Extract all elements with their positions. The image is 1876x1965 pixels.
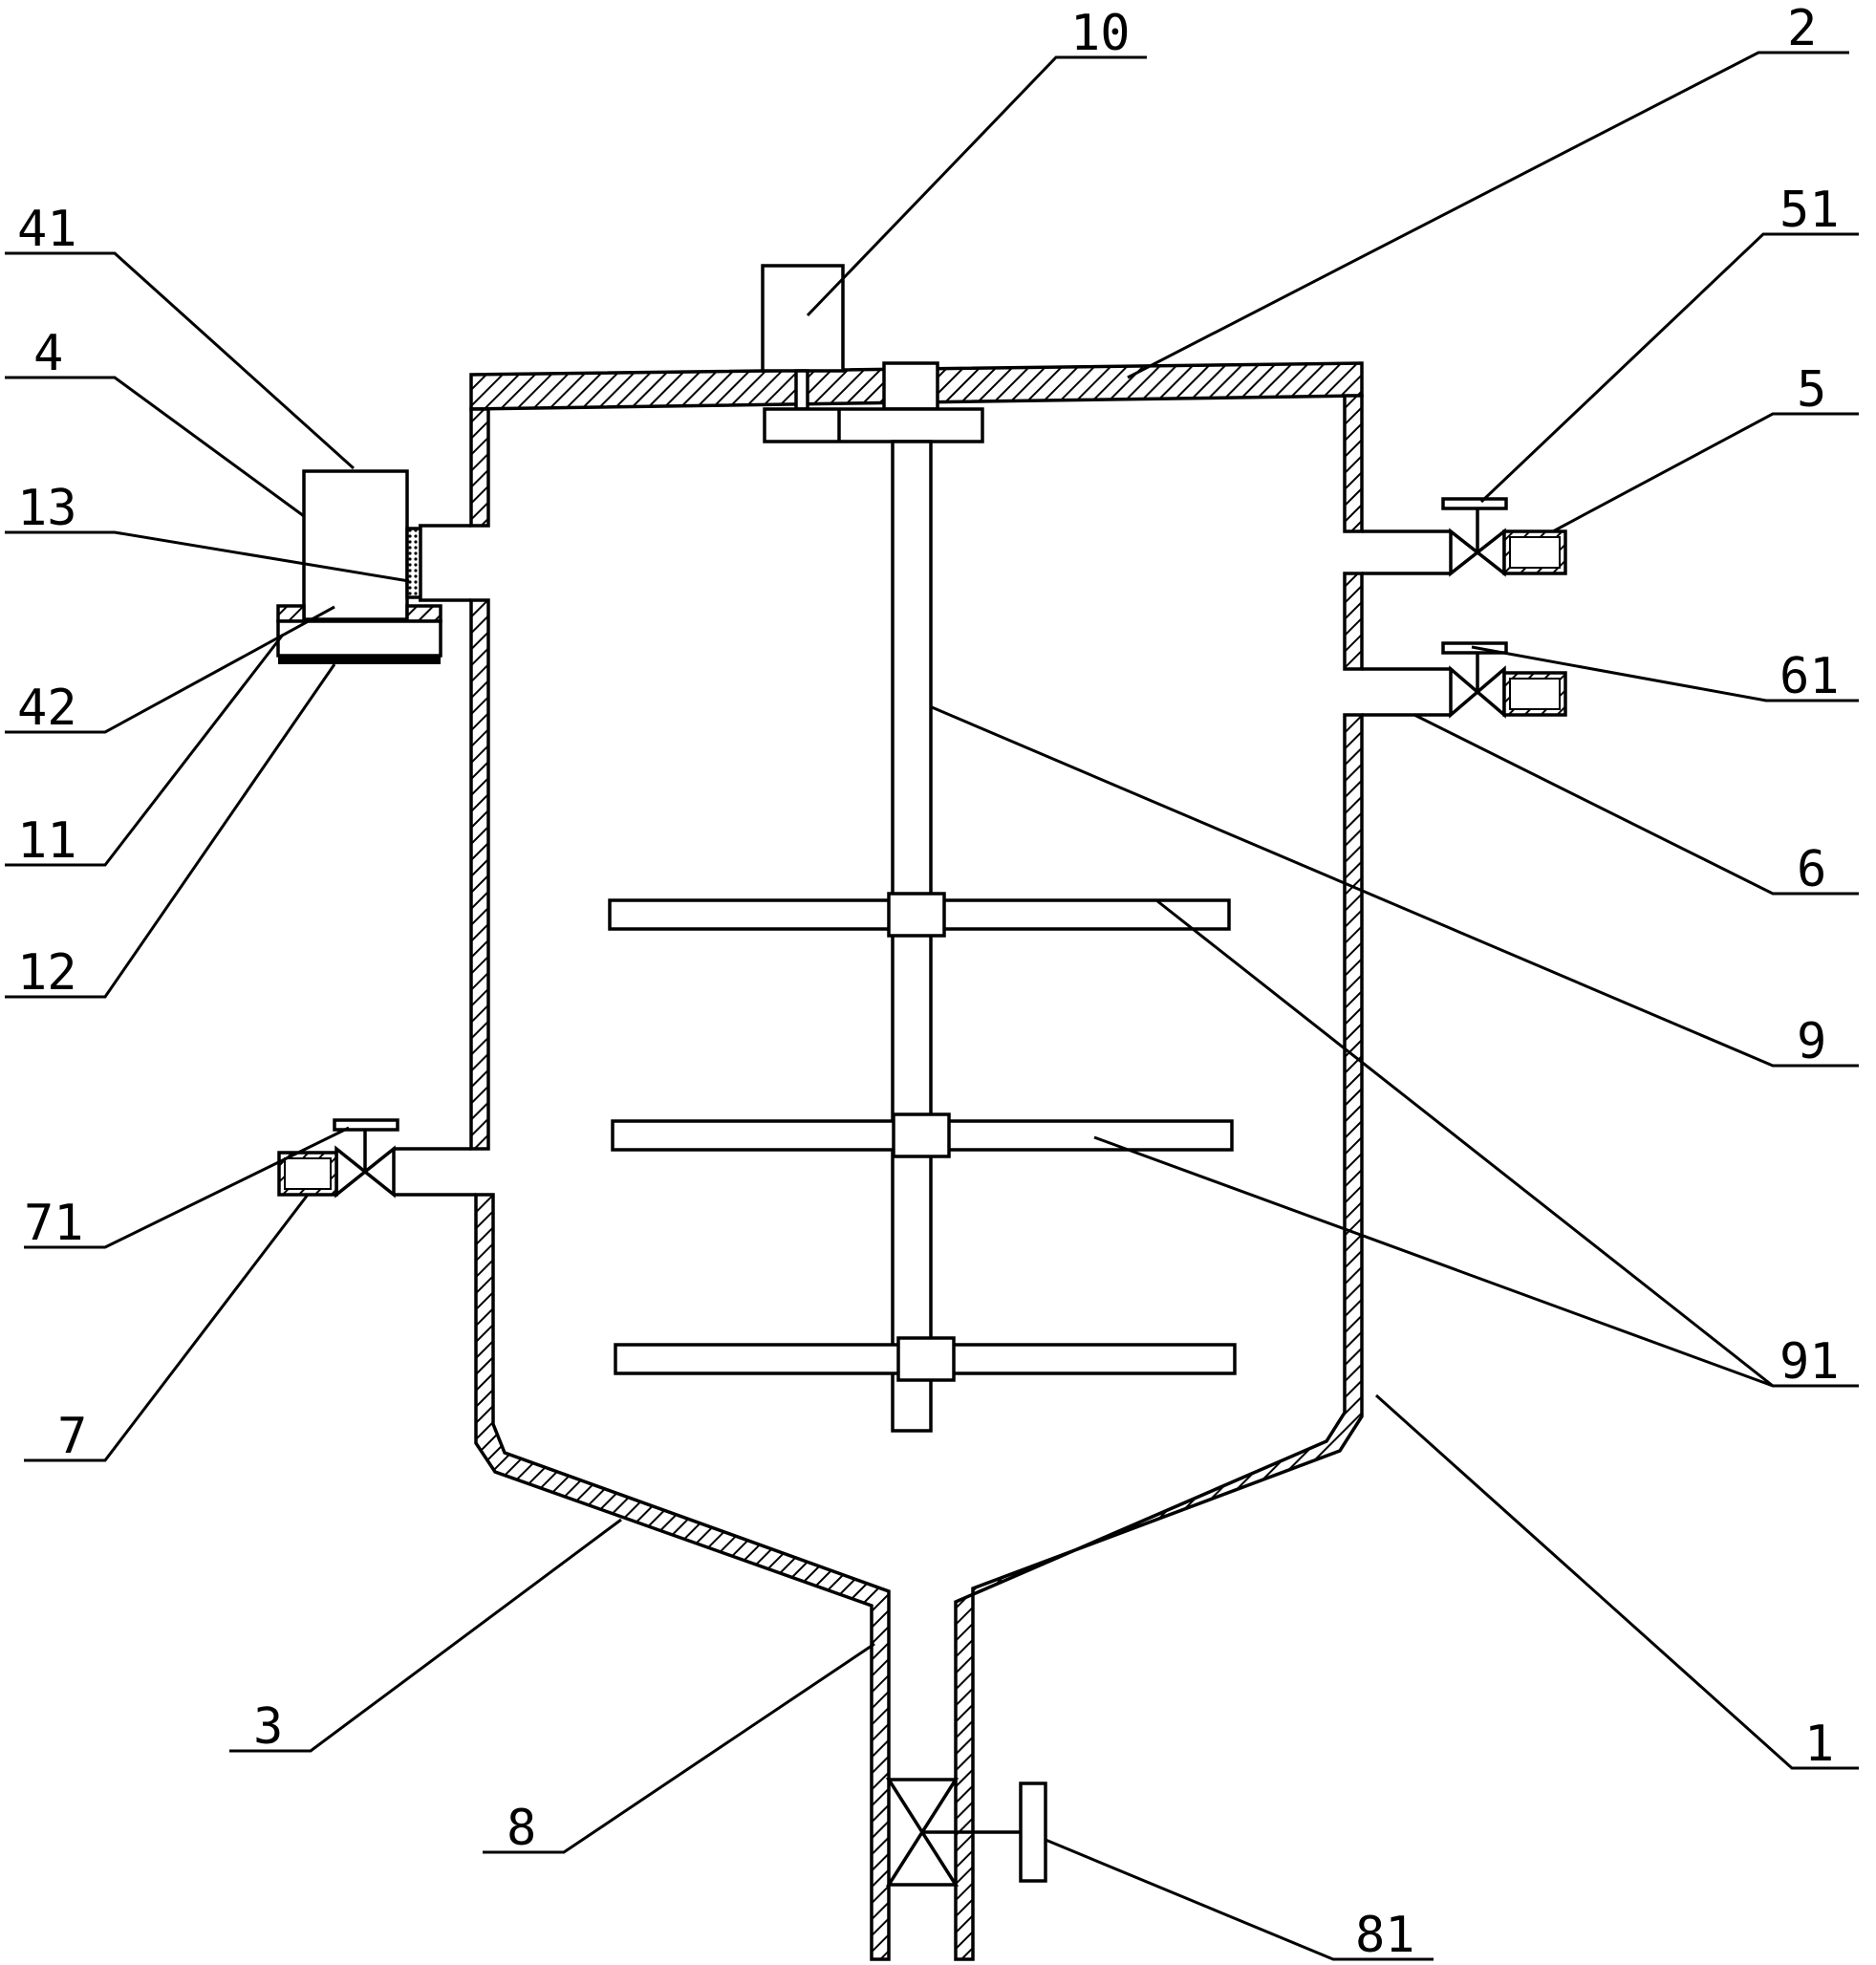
label-91: 91 [1779,1333,1840,1391]
leader-13 [5,530,410,583]
label-3: 3 [253,1698,283,1756]
leader-4 [5,376,305,518]
port-7-nozzle-bore [284,1157,332,1190]
port-7-pipe [394,1147,476,1197]
label-9: 9 [1797,1013,1826,1070]
tank-left-wall-lower [474,1193,891,1961]
port-5-valve-handle [1441,497,1508,510]
paddle-hub-middle [892,1112,951,1158]
label-8: 8 [507,1800,536,1857]
label-10: 10 [1070,5,1131,62]
leader-42 [5,605,335,734]
leader-5 [1552,412,1859,533]
leader-91 [1093,898,1859,1388]
leader-10 [806,55,1147,317]
leader-71 [24,1126,350,1249]
leader-12 [5,663,336,999]
label-5: 5 [1797,361,1826,419]
tank-left-wall-upper [469,407,490,528]
port-6-valve [1449,665,1506,719]
tank-right-wall-lower [954,713,1364,1961]
feed-port-neck [419,524,471,602]
stirring-motor [761,264,845,373]
leader-3 [229,1518,622,1753]
leader-8 [483,1642,875,1854]
leader-1 [1374,1393,1859,1770]
discharge-valve-body [885,1778,960,1887]
gasket-strip [278,656,441,664]
leader-61 [1471,645,1859,702]
label-42: 42 [17,680,77,737]
paddle-hub-upper [887,892,946,938]
label-4: 4 [33,325,63,382]
sealing-gasket [405,527,422,599]
leader-41 [5,251,356,470]
label-13: 13 [17,480,77,537]
label-1: 1 [1804,1716,1834,1773]
port-5-nozzle-bore [1509,536,1561,569]
leader-2 [1127,51,1849,379]
port-5-pipe [1362,529,1451,575]
label-41: 41 [17,201,77,258]
motor-spindle [794,369,809,411]
tank-left-wall-middle [469,598,490,1151]
port-7-valve [334,1145,396,1198]
tank-right-wall-upper [1343,394,1364,533]
label-51: 51 [1779,182,1840,239]
tank-right-wall-middle [1343,572,1364,671]
leader-6 [1413,713,1859,896]
port-7-valve-handle [333,1118,399,1132]
leader-11 [5,634,285,867]
label-11: 11 [17,812,77,870]
cover-plate [276,619,442,658]
label-6: 6 [1797,841,1826,898]
feed-hopper [302,469,409,621]
port-6-pipe [1362,667,1451,717]
label-7: 7 [57,1408,87,1465]
label-61: 61 [1779,648,1840,705]
leader-81 [1045,1838,1434,1961]
discharge-valve-handwheel [1019,1781,1047,1883]
paddle-hub-lower [896,1336,956,1382]
port-6-nozzle-bore [1509,678,1561,710]
leader-51 [1479,232,1859,504]
label-71: 71 [24,1195,84,1252]
label-81: 81 [1355,1907,1415,1964]
bearing-housing [882,361,939,411]
label-2: 2 [1787,0,1817,57]
leader-9 [931,705,1859,1068]
coupling-plate [763,407,984,443]
label-12: 12 [17,944,77,1002]
leader-7 [24,1194,310,1462]
